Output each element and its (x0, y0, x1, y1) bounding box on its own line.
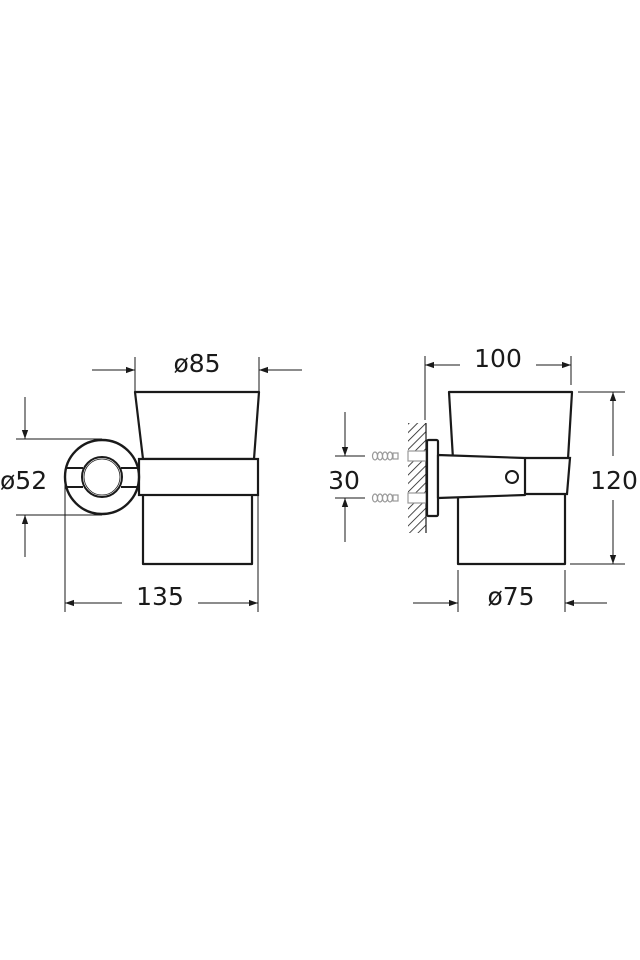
wall-hatching (408, 423, 426, 533)
wall-flange (425, 438, 440, 518)
cup-diameter-label: ø85 (173, 349, 220, 378)
cup-upper (133, 390, 261, 461)
cup-upper-side (447, 390, 574, 461)
rosette-diameter-label: ø52 (0, 466, 47, 495)
wall-rosette-outer (63, 438, 141, 516)
base-diameter-label: ø75 (487, 582, 534, 611)
screw-top (371, 450, 427, 462)
holder-band (137, 457, 260, 497)
projection-label: 100 (474, 344, 522, 373)
cup-lower-side (456, 494, 567, 566)
screw-bottom (371, 492, 427, 504)
wall-rosette-inner (81, 456, 123, 498)
cup-lower (141, 495, 254, 566)
front-view (16, 357, 302, 612)
screw-spacing-label: 30 (328, 466, 360, 495)
depth-label: 135 (136, 582, 184, 611)
set-screw (505, 470, 519, 484)
holder-arm (436, 453, 527, 500)
side-view (335, 356, 625, 612)
height-label: 120 (590, 466, 638, 495)
